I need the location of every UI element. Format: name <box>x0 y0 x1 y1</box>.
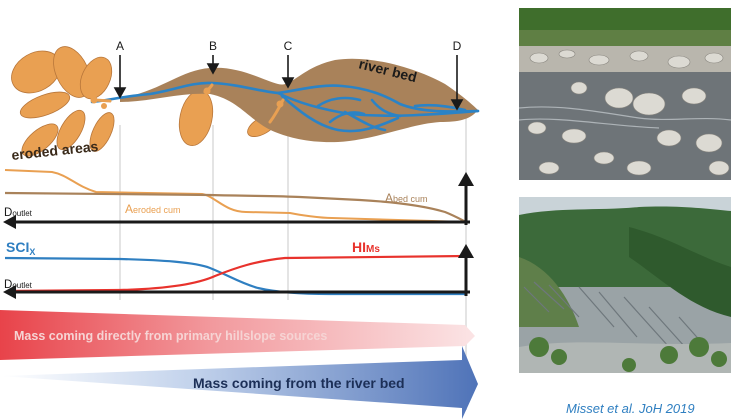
axis-x-arrow-panel2 <box>3 285 16 299</box>
label-bed-cum: Abed cum <box>385 191 428 205</box>
label-point-d: D <box>453 39 462 53</box>
label-point-a: A <box>116 39 124 53</box>
banner-hillslope-label: Mass coming directly from primary hillsl… <box>14 329 327 343</box>
panel-connectivity-indices: Doutlet SCIX HIMs <box>3 239 474 299</box>
axis-label-outlet-panel1: Doutlet <box>4 207 33 219</box>
label-hi: HIMs <box>352 239 380 255</box>
label-point-b: B <box>209 39 217 53</box>
axis-x-arrow-panel1 <box>3 215 16 229</box>
label-sci: SCIX <box>6 239 35 257</box>
eroded-areas <box>11 46 277 157</box>
label-point-c: C <box>284 39 293 53</box>
curve-hi <box>7 254 467 293</box>
citation: Misset et al. JoH 2019 <box>566 401 695 416</box>
river-bed-photo <box>519 8 731 180</box>
label-eroded-cum: Aeroded cum <box>125 202 181 216</box>
axis-y-arrow-panel2 <box>458 244 474 258</box>
panel-cumulative-areas: Doutlet Aeroded cum Abed cum <box>3 169 474 229</box>
curve-bed-cum <box>4 191 467 223</box>
curve-eroded-cum <box>4 169 467 223</box>
axis-y-arrow-panel1 <box>458 172 474 186</box>
banner-riverbed-label: Mass coming from the river bed <box>193 375 405 391</box>
location-arrows <box>113 55 464 111</box>
curve-sci <box>4 256 466 296</box>
eroded-areas-label: eroded areas <box>11 138 100 163</box>
banner-hillslope <box>0 310 475 360</box>
banner-riverbed <box>0 346 478 419</box>
axis-label-outlet-panel2: Doutlet <box>4 279 33 291</box>
badlands-photo <box>519 197 731 373</box>
conceptual-diagram: A B C D river bed eroded areas Doutlet A… <box>0 39 480 419</box>
river-network <box>90 81 480 133</box>
tributary-dots <box>90 87 284 109</box>
